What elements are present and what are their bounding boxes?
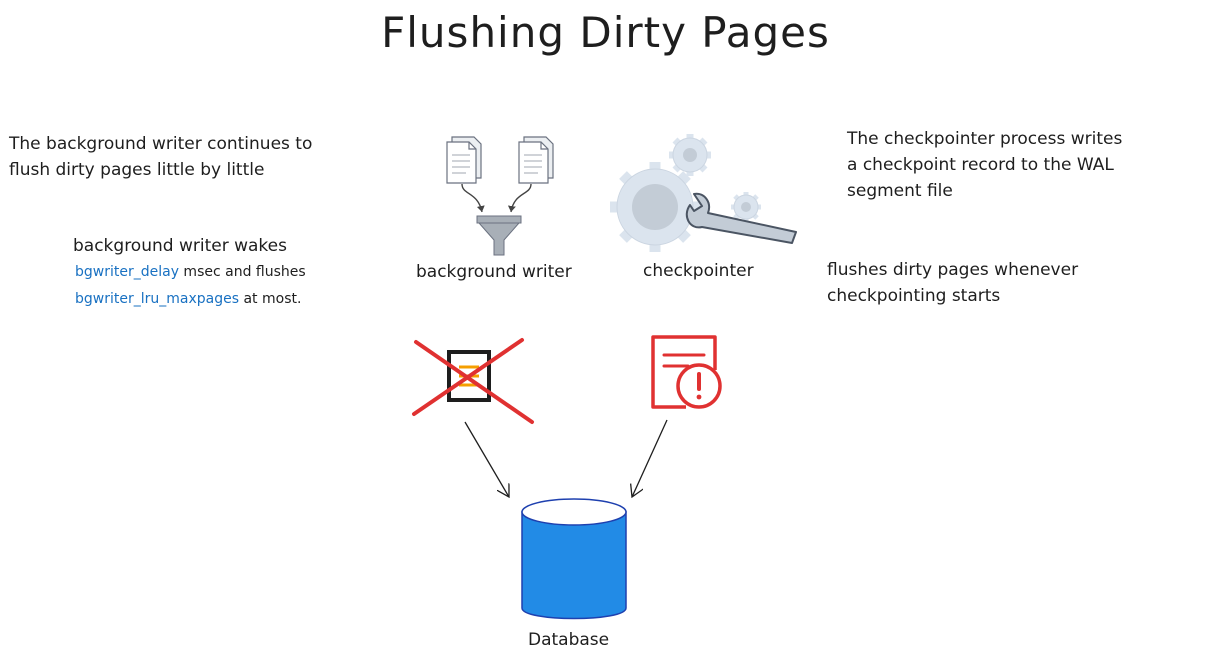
bgwriter-delay-param: bgwriter_delay (75, 264, 179, 280)
flush-arrow-checkpointer (632, 419, 668, 497)
database-icon (521, 498, 627, 620)
background-writer-label: background writer (416, 262, 572, 282)
bgwriter-wake-note: background writer wakes bgwriter_delay m… (73, 233, 306, 313)
checkpointer-flush-note-line-1: flushes dirty pages whenever (827, 260, 1079, 280)
bgwriter-maxpages-text: at most. (239, 291, 302, 307)
alert-document-icon (651, 335, 722, 409)
wrench-icon (685, 192, 797, 244)
checkpointer-label: checkpointer (643, 261, 754, 281)
checkpointer-description: The checkpointer process writes a checkp… (847, 126, 1122, 204)
background-writer-description-line-1: The background writer continues to (9, 134, 313, 154)
background-writer-description-line-2: flush dirty pages little by little (9, 160, 265, 180)
bgwriter-maxpages-param: bgwriter_lru_maxpages (75, 291, 240, 307)
checkpointer-description-line-3: segment file (847, 181, 953, 201)
funnel-icon (476, 215, 522, 256)
flush-arrow-bgwriter (464, 421, 509, 497)
document-icon (446, 136, 482, 184)
bgwriter-maxpages-line: bgwriter_lru_maxpages at most. (73, 286, 306, 313)
checkpointer-description-line-2: a checkpoint record to the WAL (847, 155, 1114, 175)
background-writer-description: The background writer continues to flush… (9, 131, 312, 183)
checkpointer-flush-note: flushes dirty pages whenever checkpointi… (827, 257, 1078, 309)
database-label: Database (528, 630, 610, 650)
page-title: Flushing Dirty Pages (381, 8, 830, 57)
bgwriter-wake-heading: background writer wakes (73, 236, 287, 256)
checkpointer-description-line-1: The checkpointer process writes (847, 129, 1123, 149)
bgwriter-delay-line: bgwriter_delay msec and flushes (73, 259, 306, 286)
bgwriter-delay-text: msec and flushes (178, 264, 306, 280)
flow-arrow (461, 183, 485, 213)
flow-arrow (507, 183, 532, 213)
checkpointer-flush-note-line-2: checkpointing starts (827, 286, 1001, 306)
document-icon (518, 136, 554, 184)
gears-icon (610, 134, 761, 252)
crossed-process-icon (412, 338, 534, 424)
